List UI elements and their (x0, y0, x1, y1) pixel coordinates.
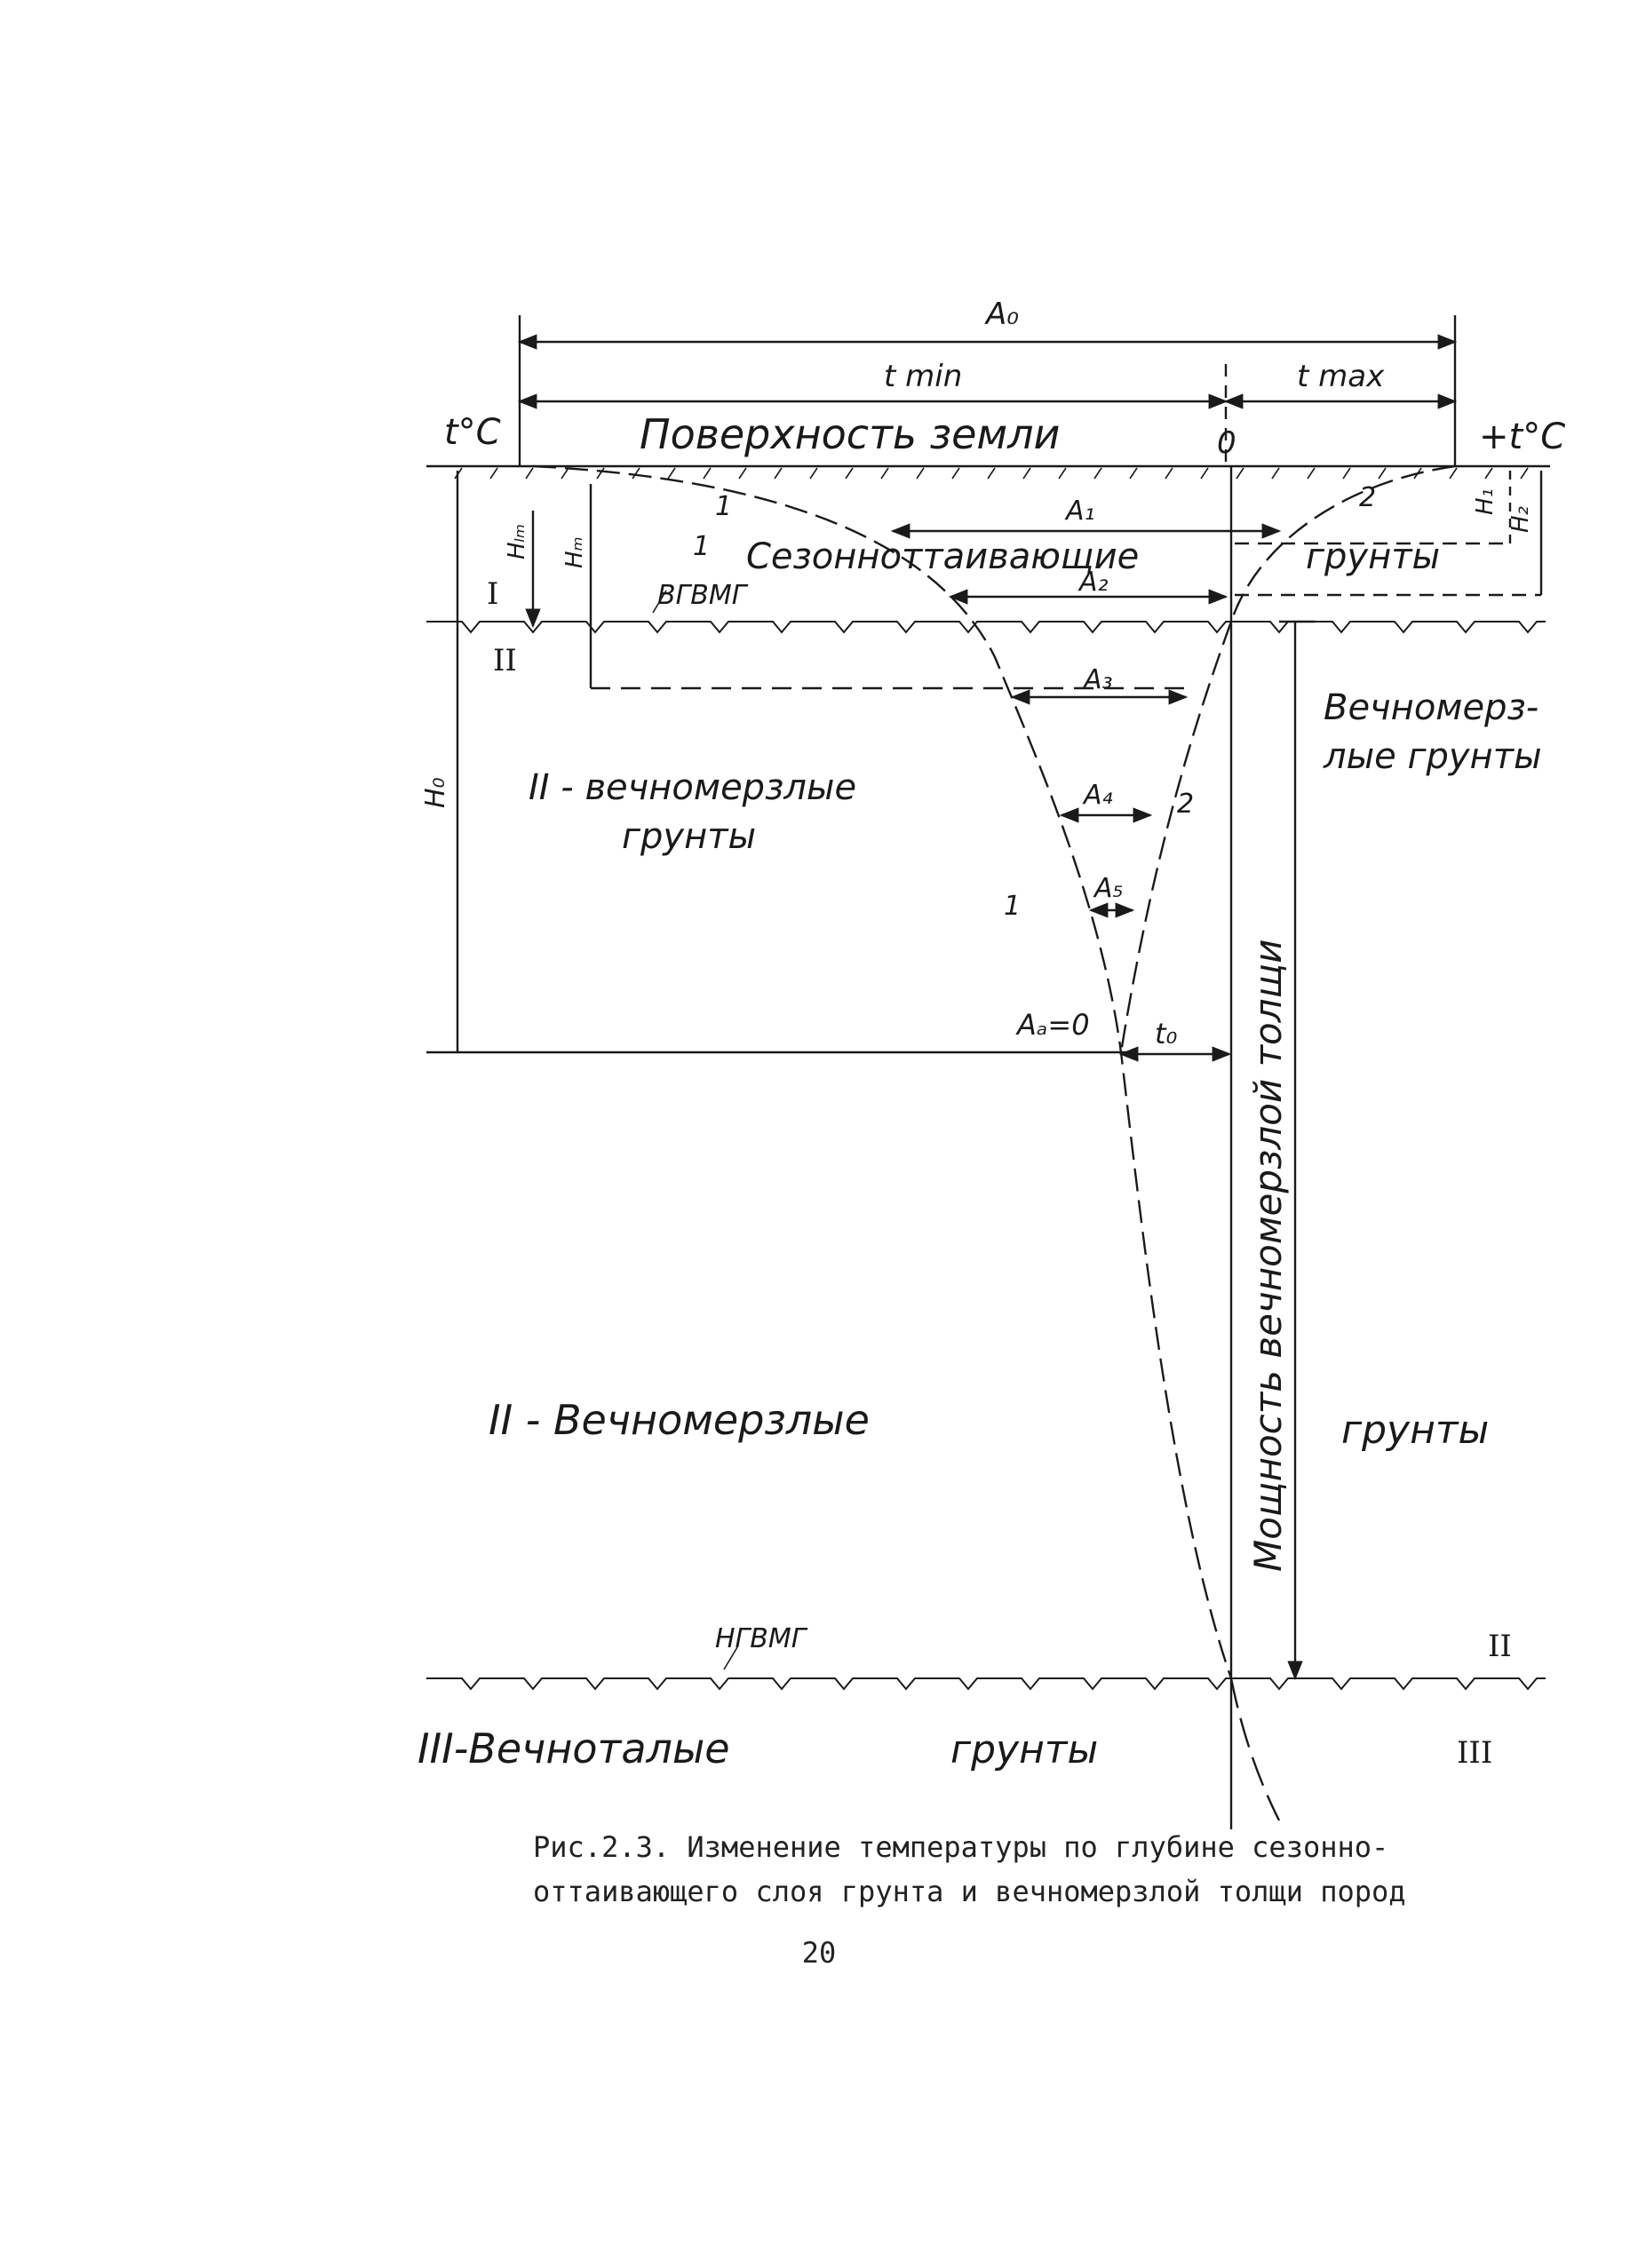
label-ngvmg: НГВМГ (715, 1623, 808, 1654)
ngvmg-leader (723, 1646, 738, 1670)
label-Aa0: Aₐ=0 (1015, 1008, 1090, 1042)
label-tmax: t max (1297, 359, 1385, 394)
label-A1: A₁ (1064, 496, 1095, 527)
caption-line-2: оттаивающего слоя грунта и вечномерзлой … (533, 1875, 1406, 1908)
label-curve1-mid: 1 (693, 531, 710, 562)
label-roman-II-right: II (1488, 1629, 1512, 1664)
label-seasonal-b: грунты (1306, 536, 1440, 577)
label-roman-II-left: II (493, 643, 517, 678)
label-thawed-a: III-Вечноталые (417, 1725, 730, 1772)
label-t-right: +t°C (1479, 416, 1565, 457)
label-tmin: t min (884, 359, 962, 394)
label-H0: H₀ (420, 777, 451, 808)
label-H1: H₁ (1472, 488, 1499, 515)
label-roman-III-right: III (1457, 1735, 1492, 1771)
label-perm-right-b: лые грунты (1323, 736, 1542, 777)
label-A0: A₀ (984, 297, 1019, 332)
label-perm-big-a: II - Вечномерзлые (489, 1396, 870, 1444)
curve-continuation (1229, 1677, 1281, 1821)
label-Hlm: Hₗₘ (504, 524, 530, 559)
lower-permafrost-boundary (426, 1677, 1546, 1691)
label-perm-inner-b: грунты (622, 816, 756, 857)
label-A3: A₃ (1082, 664, 1113, 695)
label-perm-right-a: Вечномерз- (1324, 687, 1539, 728)
label-roman-I: I (487, 576, 498, 612)
curve-2-max-temperature (1119, 464, 1456, 1053)
label-curve2-mid: 2 (1177, 789, 1194, 820)
label-t-left: t°C (444, 412, 501, 453)
caption-line-1: Рис.2.3. Изменение температуры по глубин… (533, 1830, 1389, 1864)
label-Hm: Hₘ (561, 536, 588, 568)
label-curve1-top: 1 (715, 491, 732, 522)
label-perm-inner-a: II - вечномерзлые (529, 767, 856, 808)
label-perm-big-b: грунты (1341, 1408, 1489, 1453)
label-A4: A₄ (1082, 780, 1113, 811)
label-seasonal-a: Сезонноттаивающие (746, 536, 1139, 577)
label-ogvmg: ВГВМГ (657, 580, 749, 611)
label-A2: A₂ (1077, 567, 1109, 598)
label-zero: 0 (1217, 425, 1236, 461)
figure-caption: Рис.2.3. Изменение температуры по глубин… (533, 1825, 1492, 1914)
label-vertical-thickness: Мощность вечномерзлой толщи (1246, 940, 1290, 1572)
label-surface: Поверхность земли (640, 410, 1060, 458)
label-H2: H₂ (1507, 506, 1534, 533)
label-t0: t₀ (1155, 1017, 1178, 1051)
page-number: 20 (801, 1936, 837, 1970)
ogvmg-leader (652, 590, 667, 614)
label-A5: A₅ (1093, 873, 1124, 904)
label-curve1-low: 1 (1004, 891, 1021, 922)
label-thawed-b: грунты (950, 1727, 1098, 1772)
upper-permafrost-boundary (426, 621, 1546, 634)
label-curve2-top: 2 (1359, 482, 1376, 513)
curve-1-min-temperature (532, 464, 1233, 1679)
